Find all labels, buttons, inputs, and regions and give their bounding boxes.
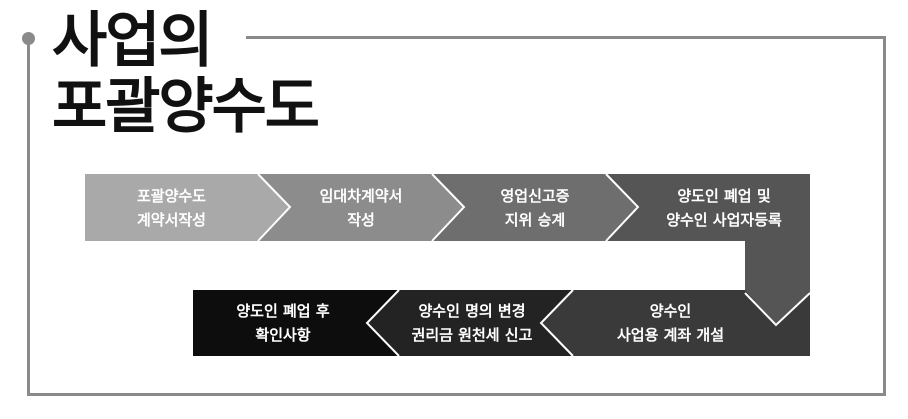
step-7-line-1: 양도인 폐업 후 — [236, 302, 330, 320]
step-1-line-1: 포괄양수도 — [136, 186, 206, 205]
step-4-line-1: 양도인 폐업 및 — [677, 186, 771, 205]
frame-bottom-line — [27, 393, 886, 396]
title-line-1: 사업의 — [52, 6, 214, 76]
bullet-dot — [22, 32, 35, 45]
step-2-line-1: 임대차계약서 — [319, 186, 403, 205]
step-3-line-1: 영업신고증 — [500, 186, 570, 205]
frame-left-line — [27, 39, 30, 396]
step-3-line-2: 지위 승계 — [504, 210, 566, 229]
step-6-line-2: 권리금 원천세 신고 — [411, 326, 533, 344]
chevron-arrow-5 — [539, 289, 574, 357]
title-line-2: 포괄양수도 — [52, 72, 320, 142]
step-7-shape — [193, 290, 399, 356]
step-1-shape — [85, 174, 290, 241]
page-title: 사업의 포괄양수도 — [52, 6, 320, 142]
step-6-label: 양수인 명의 변경 권리금 원천세 신고 — [392, 290, 552, 356]
chevron-arrow-2 — [431, 173, 466, 242]
step-3-shape — [432, 174, 638, 241]
step-2-label: 임대차계약서 작성 — [290, 174, 432, 241]
step-5-label: 양수인 사업용 계좌 개설 — [573, 290, 768, 356]
step-3-label: 영업신고증 지위 승계 — [464, 174, 606, 241]
step-4-line-2: 양수인 사업자등록 — [666, 210, 782, 229]
step-5-line-2: 사업용 계좌 개설 — [616, 326, 725, 344]
step-2-line-2: 작성 — [347, 210, 375, 229]
step-2-shape — [258, 174, 464, 241]
step-1-line-2: 계약서작성 — [136, 210, 206, 229]
frame-top-line — [246, 36, 886, 39]
step-4-shape — [606, 174, 810, 325]
step-6-line-1: 양수인 명의 변경 — [418, 302, 526, 320]
step-4-label: 양도인 폐업 및 양수인 사업자등록 — [638, 174, 810, 241]
step-5-line-1: 양수인 — [649, 302, 692, 320]
chevron-arrow-3 — [605, 173, 640, 242]
chevron-arrow-4 — [744, 292, 811, 327]
step-5-shape — [541, 290, 810, 356]
step-6-shape — [367, 290, 573, 356]
step-7-label: 양도인 폐업 후 확인사항 — [193, 290, 373, 356]
step-1-label: 포괄양수도 계약서작성 — [85, 174, 258, 241]
chevron-arrow-1 — [257, 173, 292, 242]
frame-right-line — [883, 36, 886, 396]
chevron-arrow-6 — [365, 289, 400, 357]
step-7-line-2: 확인사항 — [255, 326, 311, 344]
